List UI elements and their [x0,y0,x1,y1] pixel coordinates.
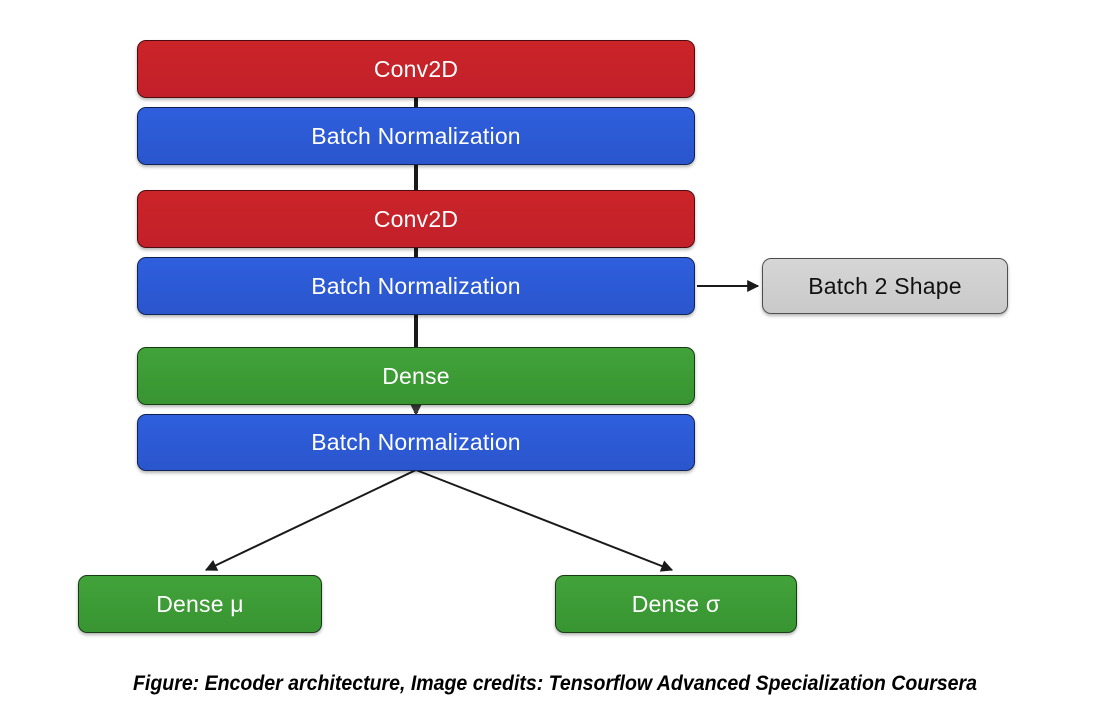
node-label: Conv2D [373,55,459,82]
node-label: Dense μ [156,590,244,617]
node-label: Batch Normalization [311,122,521,149]
node-dense-sigma[interactable]: Dense σ [555,575,797,633]
node-label: Dense σ [631,590,721,617]
node-conv2d-2[interactable]: Conv2D [137,190,695,248]
node-batch-normalization-2[interactable]: Batch Normalization [137,257,695,315]
node-dense-mu[interactable]: Dense μ [78,575,322,633]
node-batch-normalization-3[interactable]: Batch Normalization [137,414,695,471]
node-label: Batch 2 Shape [808,272,962,299]
edge-batchnorm3-to-dense-sigma [415,469,674,572]
node-batch-normalization-1[interactable]: Batch Normalization [137,107,695,165]
node-label: Batch Normalization [311,272,521,299]
edge-batchnorm3-to-dense-mu [204,469,417,571]
node-dense[interactable]: Dense [137,347,695,405]
node-conv2d-1[interactable]: Conv2D [137,40,695,98]
figure-caption: Figure: Encoder architecture, Image cred… [132,672,977,695]
node-batch-2-shape[interactable]: Batch 2 Shape [762,258,1008,314]
node-label: Dense [382,362,450,389]
node-label: Conv2D [373,205,459,232]
node-label: Batch Normalization [311,429,521,455]
